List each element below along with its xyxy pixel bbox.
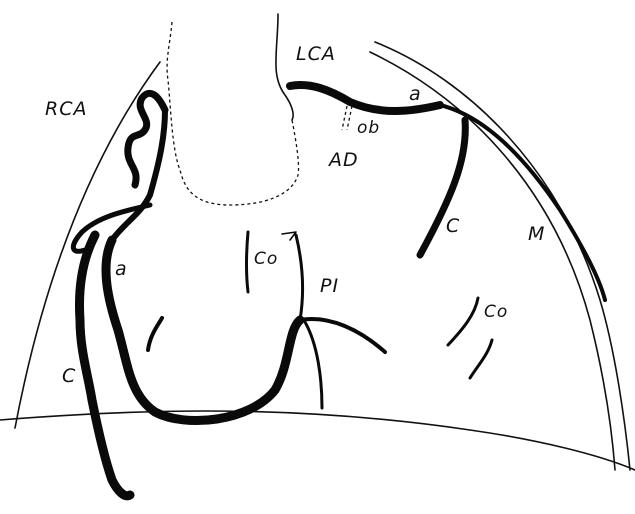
label-rca: RCA xyxy=(45,98,87,120)
label-c-left: C xyxy=(62,365,76,387)
rca-ostium-loops xyxy=(128,93,165,185)
label-co-center: Co xyxy=(254,249,278,269)
rca-small-branch xyxy=(148,318,162,350)
label-c-right: C xyxy=(446,215,460,237)
label-pi: PI xyxy=(320,275,339,297)
pi-arrow xyxy=(282,232,296,240)
label-a-right: a xyxy=(409,83,422,105)
co-vessel-right-2 xyxy=(470,340,492,378)
right-coronary-artery xyxy=(73,93,300,495)
label-m: M xyxy=(528,223,545,245)
label-lca: LCA xyxy=(296,43,336,65)
co-vessel-center xyxy=(247,232,249,292)
aortic-root xyxy=(167,14,298,205)
label-a-left: a xyxy=(115,258,128,280)
pi-branch-down xyxy=(305,322,322,408)
co-vessel-right-1 xyxy=(448,298,478,345)
ob-branch xyxy=(342,106,352,130)
label-ob: ob xyxy=(357,118,380,138)
pi-branch-up xyxy=(296,235,303,320)
label-co-right: Co xyxy=(484,302,508,322)
label-ad: AD xyxy=(327,149,359,171)
